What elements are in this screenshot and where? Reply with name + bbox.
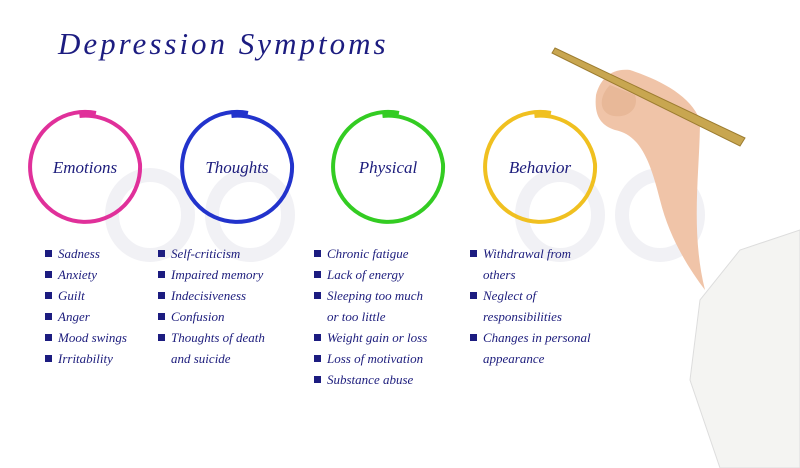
bullet-icon [45,271,52,278]
list-item: Self-criticism [158,243,298,264]
list-item-text: and suicide [171,351,231,366]
list-item-text: Neglect of [483,288,537,303]
list-item-text: Substance abuse [327,372,414,387]
list-item: Withdrawal from others [470,243,610,285]
page-title: Depression Symptoms [58,26,389,61]
watermark [105,168,705,262]
category-label-physical: Physical [358,158,418,177]
list-item: Thoughts of death and suicide [158,327,298,369]
bullet-icon [45,334,52,341]
list-item-text: Weight gain or loss [327,330,428,345]
list-item-text: Indecisiveness [171,288,247,303]
white-sleeve [689,229,800,468]
list-item-text: Confusion [171,309,225,324]
list-item: Loss of motivation [314,348,454,369]
list-item-text: responsibilities [483,309,562,324]
bullet-icon [470,334,477,341]
list-item: Lack of energy [314,264,454,285]
bullet-icon [158,313,165,320]
bullet-icon [314,355,321,362]
list-item-text: Anxiety [58,267,97,282]
bullet-icon [470,292,477,299]
bullet-icon [158,292,165,299]
bullet-icon [314,376,321,383]
list-item-text: Irritability [58,351,113,366]
list-item-text: Chronic fatigue [327,246,409,261]
list-item-text: Self-criticism [171,246,241,261]
list-item-text: Sadness [58,246,100,261]
list-item-text: others [483,267,516,282]
category-label-behavior: Behavior [508,158,572,177]
emotions-circle [28,109,143,224]
list-item: Mood swings [45,327,185,348]
list-item-text: Mood swings [58,330,127,345]
bullet-icon [158,271,165,278]
list-item: Impaired memory [158,264,298,285]
bullet-icon [470,250,477,257]
thoughts-circle [180,109,295,224]
list-item: Neglect of responsibilities [470,285,610,327]
bullet-icon [314,334,321,341]
list-item: Weight gain or loss [314,327,454,348]
list-item-text: Withdrawal from [483,246,572,261]
category-label-emotions: Emotions [52,158,118,177]
bullet-icon [314,292,321,299]
bullet-icon [45,250,52,257]
list-item-text: or too little [327,309,386,324]
list-item-text: Sleeping too much [327,288,424,303]
bullet-icon [314,250,321,257]
list-item: Anxiety [45,264,185,285]
bullet-icon [45,313,52,320]
list-item: Guilt [45,285,185,306]
hand-with-pen [551,47,800,468]
list-item: Indecisiveness [158,285,298,306]
list-item: Substance abuse [314,369,454,390]
list-item-text: Guilt [58,288,85,303]
bullet-icon [158,334,165,341]
list-item: Sleeping too much or too little [314,285,454,327]
list-item-text: Impaired memory [171,267,264,282]
bullet-icon [314,271,321,278]
list-item: Confusion [158,306,298,327]
bullet-icon [158,250,165,257]
list-item-text: Lack of energy [327,267,404,282]
physical-circle [331,109,446,224]
list-item-text: Changes in personal [483,330,591,345]
category-label-thoughts: Thoughts [205,158,269,177]
list-item-text: Anger [58,309,90,324]
list-item: Sadness [45,243,185,264]
list-item: Changes in personal appearance [470,327,610,369]
list-item: Anger [45,306,185,327]
list-item-text: Loss of motivation [327,351,424,366]
behavior-circle [483,109,598,224]
list-item: Chronic fatigue [314,243,454,264]
list-item-text: Thoughts of death [171,330,265,345]
pen [551,47,746,147]
list-item: Irritability [45,348,185,369]
fingers [601,85,636,117]
bullet-icon [45,292,52,299]
bullet-icon [45,355,52,362]
list-item-text: appearance [483,351,545,366]
hand [595,69,705,290]
